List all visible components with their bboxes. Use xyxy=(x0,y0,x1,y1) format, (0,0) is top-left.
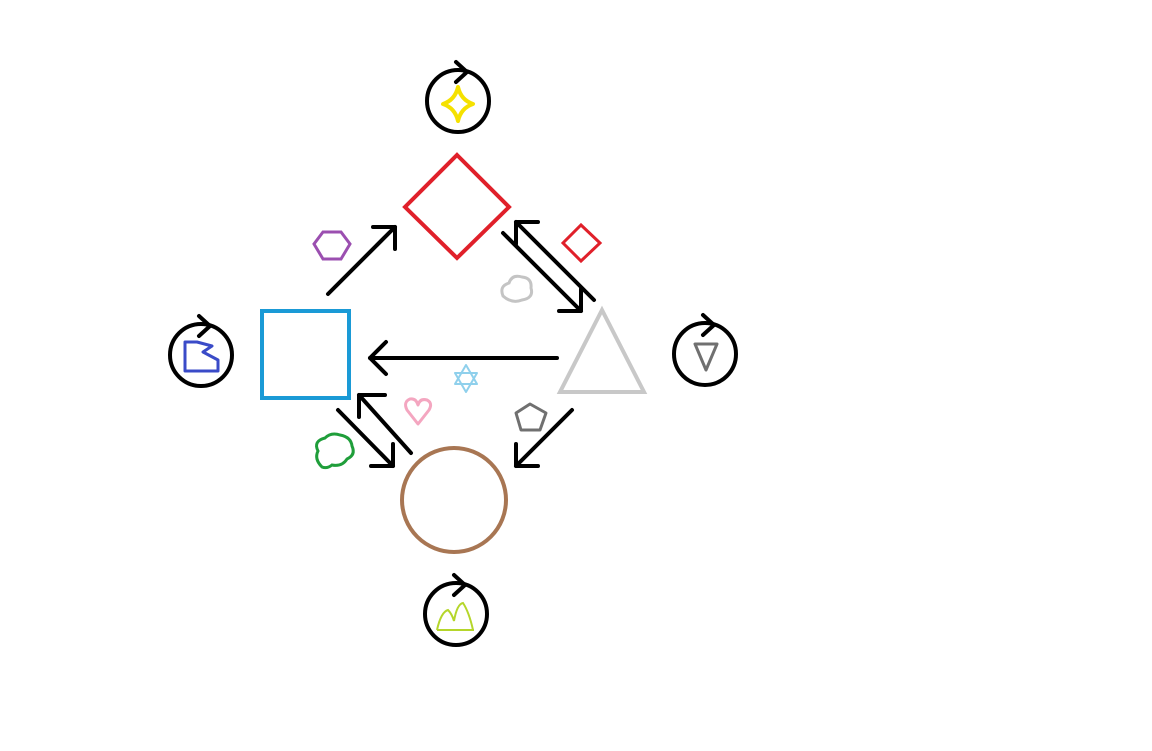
heart-icon xyxy=(404,397,433,426)
arrow-triangle-to-circle xyxy=(514,408,574,468)
self-loop-square xyxy=(168,314,234,388)
pentagon-icon xyxy=(514,402,548,432)
sparkle-icon xyxy=(441,85,475,123)
arrow-triangle-to-diamond xyxy=(514,220,596,302)
hexagon-icon xyxy=(312,230,352,261)
self-loop-triangle xyxy=(672,313,738,387)
small-diamond-icon xyxy=(560,222,603,264)
self-loop-diamond xyxy=(425,60,491,134)
arrow-triangle-to-square xyxy=(368,340,559,376)
arrow-square-to-circle xyxy=(336,408,395,468)
state-circle xyxy=(400,446,508,554)
arrow-circle-to-square xyxy=(357,393,413,455)
six-point-star-icon xyxy=(454,364,478,393)
down-triangle-icon xyxy=(693,342,719,372)
state-triangle xyxy=(556,305,648,394)
self-loop-circle xyxy=(423,573,489,647)
cloud-icon xyxy=(500,274,534,303)
arrow-square-to-diamond xyxy=(326,225,397,296)
state-diamond xyxy=(402,152,512,261)
state-square xyxy=(260,309,351,400)
bent-shape-icon xyxy=(183,340,220,373)
bush-icon xyxy=(315,432,355,470)
mountains-icon xyxy=(436,601,474,631)
